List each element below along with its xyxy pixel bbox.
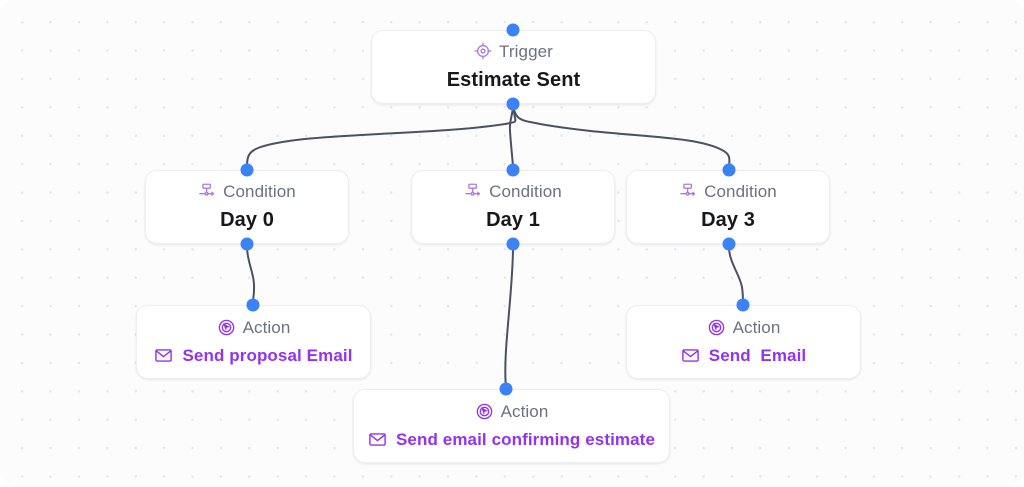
node-type-label: Action [732,318,781,338]
node-condition-day-1[interactable]: Condition Day 1 [411,170,615,244]
node-type-label: Trigger [499,41,553,61]
mail-icon [154,346,173,365]
node-title: Day 3 [701,209,755,231]
edge-trigger-to-day-0 [246,103,517,167]
handle-trigger-top[interactable] [506,23,520,37]
node-type-label: Condition [489,181,562,201]
node-subtitle-row: Send Email [681,346,806,366]
edge-day-1-to-action-confirming [504,246,514,388]
node-type-row: Condition [464,182,562,200]
node-action-send-email[interactable]: Action Send Email [626,305,861,379]
edge-day-3-to-action-send-email [728,246,744,304]
node-type-label: Condition [223,181,296,201]
handle-day-0-top[interactable] [240,163,254,177]
mail-icon [368,430,387,449]
branch-icon [198,182,216,200]
click-target-icon [217,318,236,337]
node-type-row: Condition [198,182,296,200]
edge-trigger-to-day-1 [508,103,514,167]
node-type-row: Action [217,318,291,337]
node-title: Estimate Sent [446,69,581,91]
edge-day-0-to-action-proposal [246,246,256,304]
handle-action-proposal-top[interactable] [246,298,260,312]
node-trigger-estimate-sent[interactable]: Trigger Estimate Sent [371,30,656,104]
handle-day-1-top[interactable] [506,163,520,177]
handle-day-1-bottom[interactable] [506,237,520,251]
node-subtitle-label: Send Email [708,346,807,366]
handle-action-send-email-top[interactable] [736,298,750,312]
node-condition-day-0[interactable]: Condition Day 0 [145,170,349,244]
branch-icon [464,182,482,200]
crosshair-icon [474,42,492,60]
node-subtitle-label: Send proposal Email [182,346,353,366]
handle-day-0-bottom[interactable] [240,237,254,251]
handle-action-confirming-top[interactable] [499,382,513,396]
mail-icon [681,346,700,365]
click-target-icon [707,318,726,337]
node-type-row: Condition [679,182,777,200]
node-type-row: Action [707,318,781,337]
edge-trigger-to-day-3 [512,103,731,167]
node-subtitle-row: Send proposal Email [154,346,352,366]
node-title: Day 1 [486,209,540,231]
handle-day-3-top[interactable] [722,163,736,177]
node-type-label: Action [242,318,291,338]
node-type-label: Condition [704,181,777,201]
branch-icon [679,182,697,200]
node-action-send-proposal-email[interactable]: Action Send proposal Email [136,305,371,379]
node-title: Day 0 [220,209,274,231]
click-target-icon [475,402,494,421]
node-subtitle-row: Send email confirming estimate [368,430,655,450]
handle-trigger-bottom[interactable] [506,97,520,111]
node-type-row: Action [475,402,549,421]
node-subtitle-label: Send email confirming estimate [395,430,655,450]
node-type-row: Trigger [474,42,553,60]
node-action-send-email-confirming-estimate[interactable]: Action Send email confirming estimate [353,389,670,463]
node-type-label: Action [500,402,549,422]
node-condition-day-3[interactable]: Condition Day 3 [626,170,830,244]
handle-day-3-bottom[interactable] [722,237,736,251]
